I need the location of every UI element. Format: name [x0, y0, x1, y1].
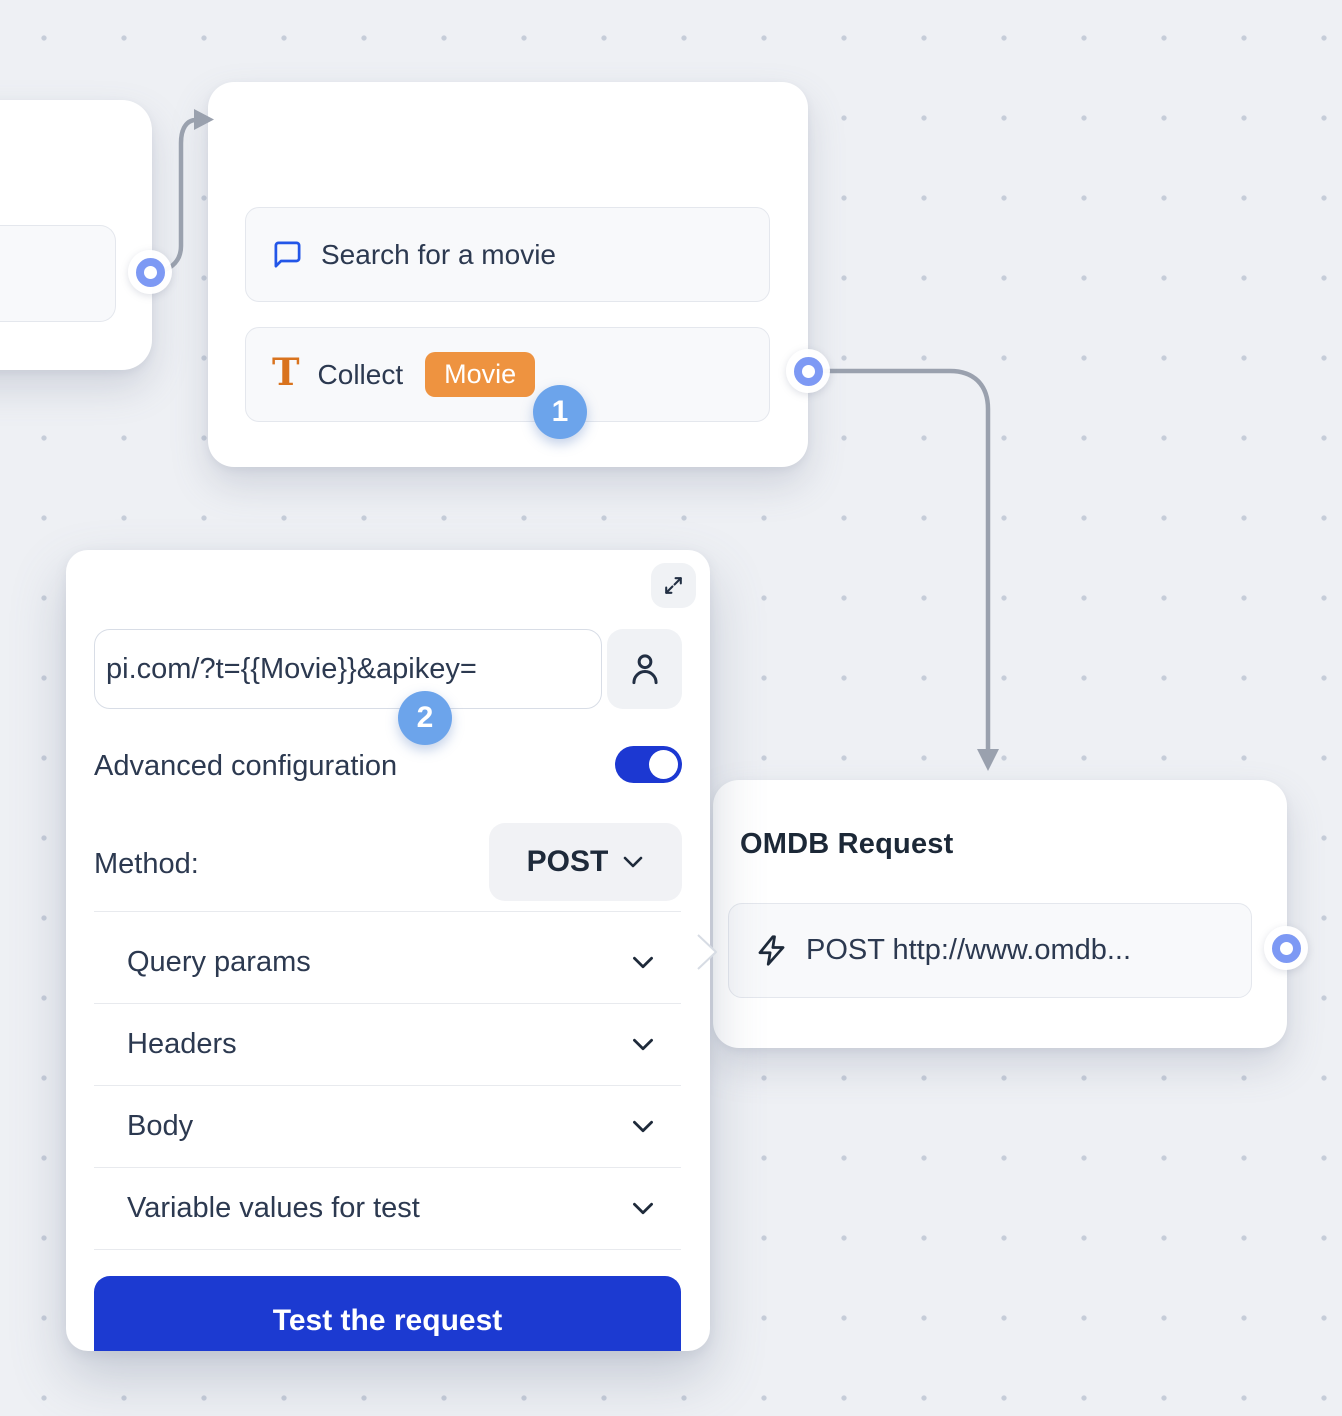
message-bubble-icon	[272, 239, 303, 270]
chevron-down-icon	[631, 955, 655, 970]
section-query-params[interactable]: Query params	[94, 922, 681, 1003]
previous-node-partial[interactable]	[0, 100, 152, 370]
port-dot-icon	[1271, 933, 1301, 963]
test-request-button[interactable]: Test the request	[94, 1276, 681, 1351]
section-label: Body	[127, 1110, 194, 1142]
divider	[94, 1249, 681, 1250]
node-omdb-request[interactable]: OMDB Request POST http://www.omdb...	[713, 780, 1287, 1048]
previous-node-step[interactable]	[0, 225, 116, 322]
advanced-configuration-toggle[interactable]	[615, 746, 682, 783]
section-label: Variable values for test	[127, 1192, 420, 1224]
port-dot-icon	[793, 356, 823, 386]
port-dot-icon	[135, 257, 165, 287]
section-label: Query params	[127, 946, 311, 978]
section-headers[interactable]: Headers	[94, 1004, 681, 1085]
toggle-knob	[649, 750, 678, 779]
section-label: Headers	[127, 1028, 237, 1060]
expand-diagonal-icon	[661, 573, 686, 598]
assign-user-button[interactable]	[607, 629, 682, 709]
chevron-down-icon	[631, 1119, 655, 1134]
section-body[interactable]: Body	[94, 1086, 681, 1167]
step-search-for-a-movie[interactable]: Search for a movie	[245, 207, 770, 302]
divider	[94, 911, 681, 912]
node-movie-search[interactable]: Movie search Search for a movie T Collec…	[208, 82, 808, 467]
output-port[interactable]	[786, 349, 830, 393]
input-port-notch[interactable]	[694, 932, 720, 972]
chevron-down-icon	[631, 1201, 655, 1216]
url-input-value: pi.com/?t={{Movie}}&apikey=	[106, 652, 477, 685]
step-label: POST http://www.omdb...	[806, 934, 1132, 966]
advanced-configuration-label: Advanced configuration	[94, 750, 398, 782]
divider	[94, 1003, 681, 1004]
output-port[interactable]	[128, 250, 172, 294]
chevron-down-icon	[622, 855, 644, 869]
expand-button[interactable]	[651, 563, 696, 608]
method-label: Method:	[94, 848, 199, 880]
divider	[94, 1167, 681, 1168]
person-icon	[626, 650, 664, 688]
step-collect-movie[interactable]: T Collect Movie	[245, 327, 770, 422]
step-post-request[interactable]: POST http://www.omdb...	[728, 903, 1252, 998]
lightning-icon	[755, 934, 788, 967]
annotation-circle-2: 2	[398, 691, 452, 745]
chevron-down-icon	[631, 1037, 655, 1052]
request-config-panel: pi.com/?t={{Movie}}&apikey= Advanced con…	[66, 550, 710, 1351]
annotation-circle-1: 1	[533, 385, 587, 439]
step-label: Search for a movie	[321, 238, 556, 270]
url-input[interactable]: pi.com/?t={{Movie}}&apikey=	[94, 629, 602, 709]
method-value: POST	[526, 845, 609, 878]
divider	[94, 1085, 681, 1086]
text-input-icon: T	[272, 350, 300, 394]
output-port[interactable]	[1264, 926, 1308, 970]
section-variable-values[interactable]: Variable values for test	[94, 1168, 681, 1249]
variable-badge-movie[interactable]: Movie	[425, 352, 536, 397]
node-title: OMDB Request	[740, 828, 954, 860]
step-label: Collect	[317, 358, 404, 390]
method-select[interactable]: POST	[489, 823, 682, 901]
